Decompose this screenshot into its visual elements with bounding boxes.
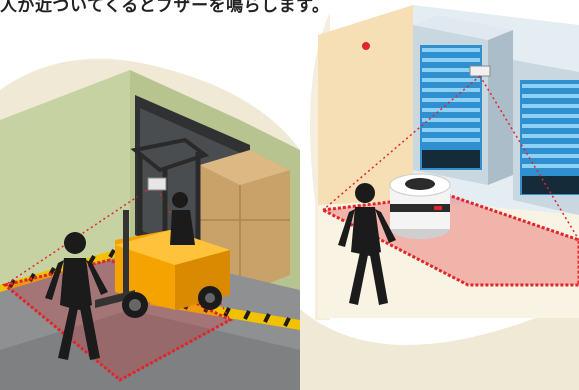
server-room-wall-left bbox=[318, 5, 413, 205]
sensor-device bbox=[148, 178, 166, 190]
server-room-robot-scene bbox=[318, 0, 579, 318]
forklift-warehouse-scene bbox=[0, 60, 300, 390]
security-robot bbox=[390, 174, 450, 239]
sensor-device bbox=[470, 66, 490, 76]
server-rack-1 bbox=[413, 15, 513, 185]
alarm-light bbox=[362, 42, 370, 50]
server-rack-2 bbox=[513, 60, 579, 215]
